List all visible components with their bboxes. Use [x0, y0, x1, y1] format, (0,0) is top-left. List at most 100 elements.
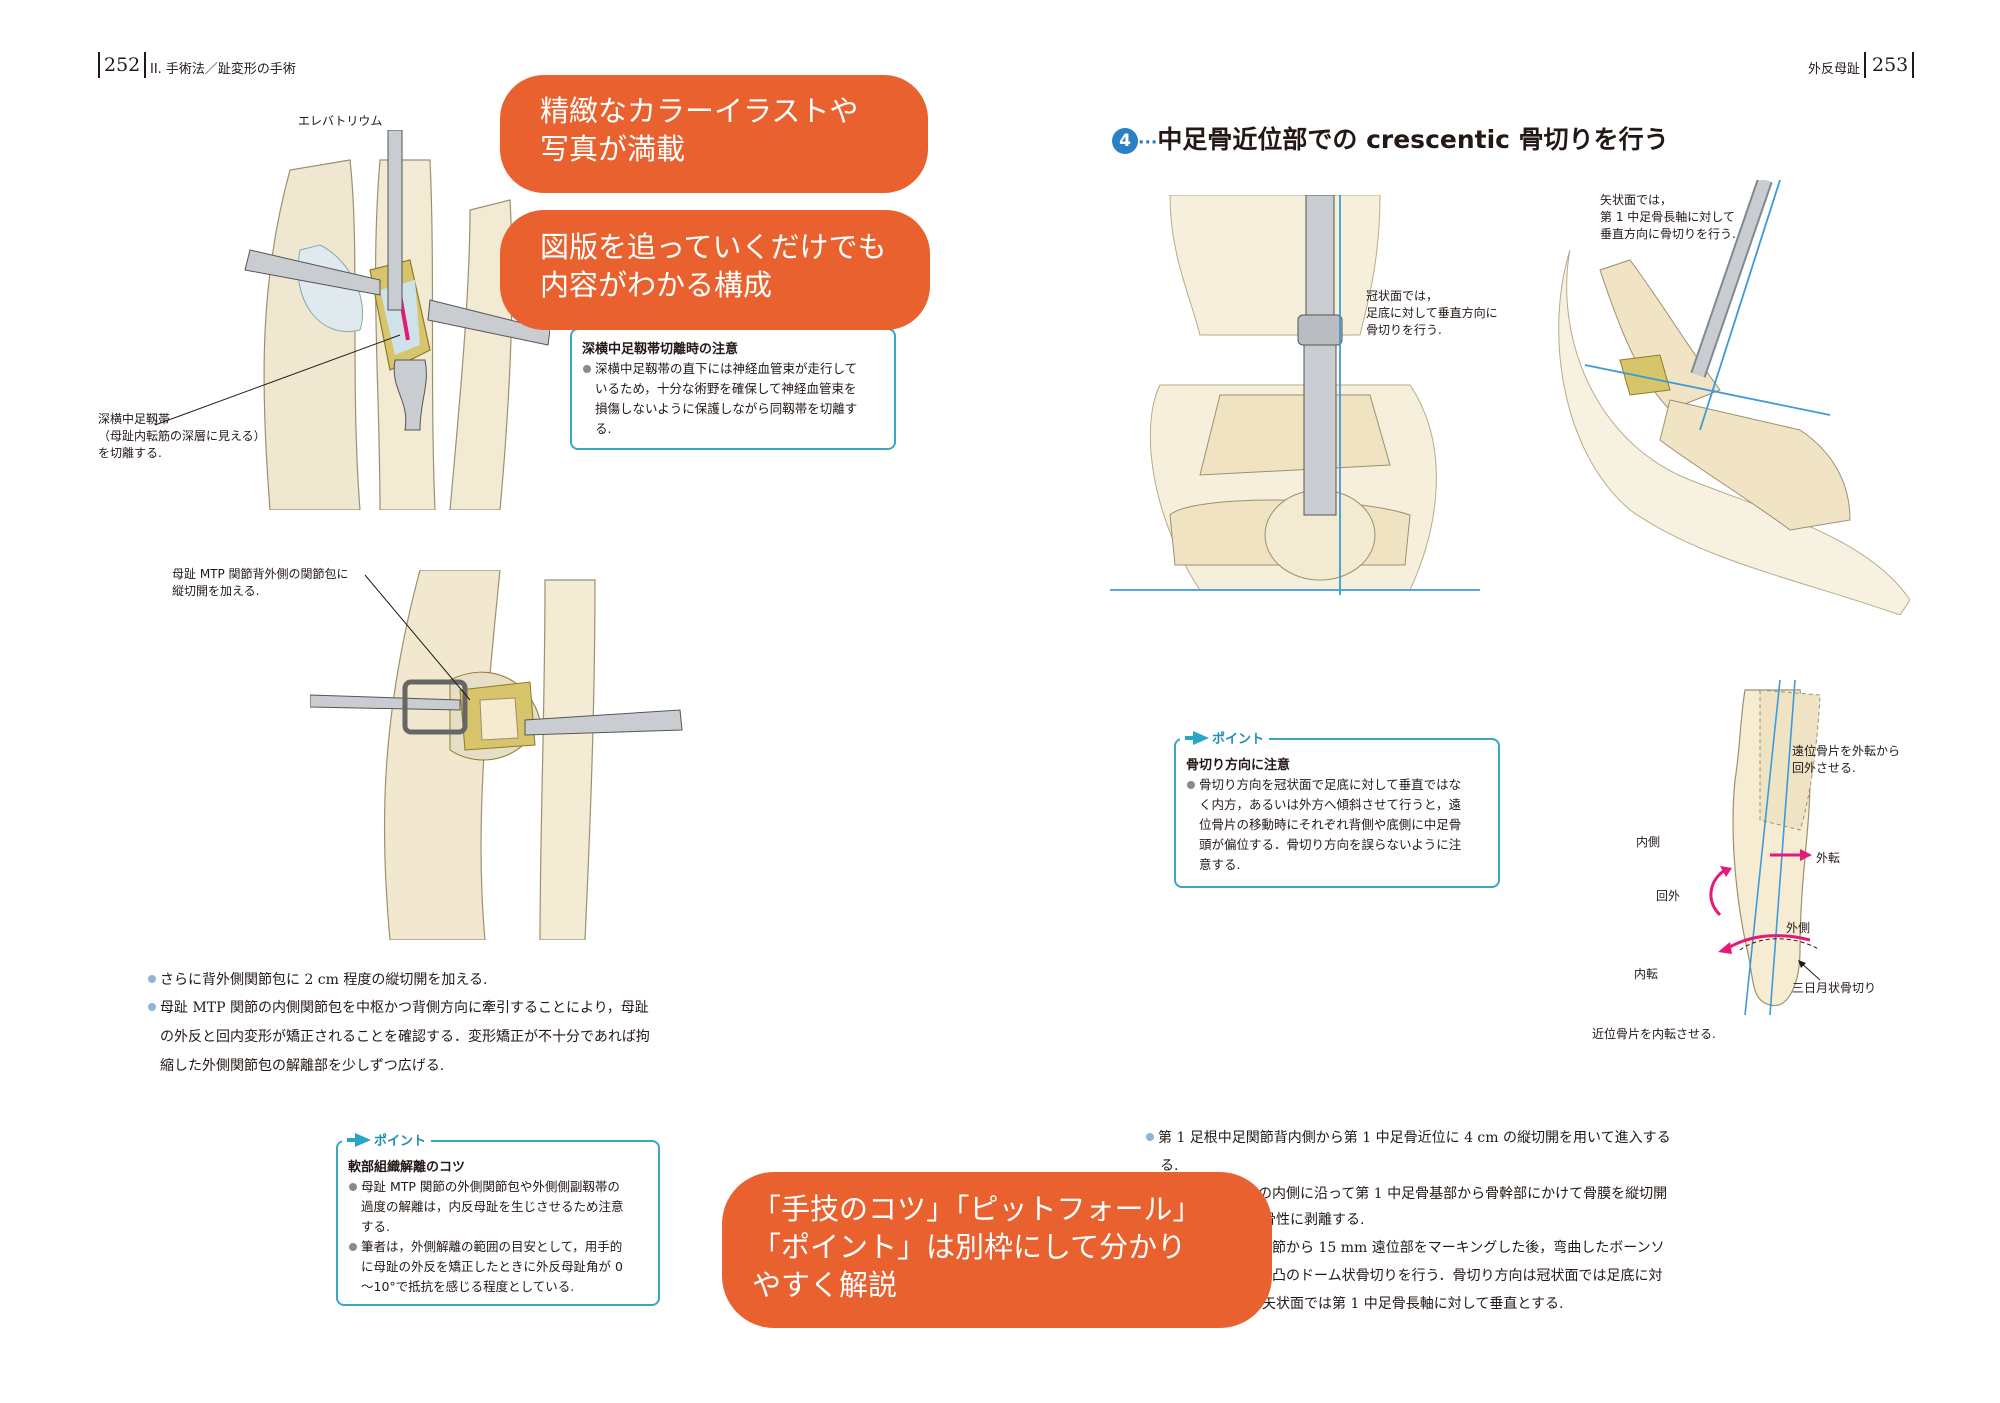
right-bullet-2-frag: の内側に沿って第 1 中足骨基部から骨幹部にかけて骨膜を縦切開 [1258, 1186, 1668, 1202]
left-point-item-1-line-1: 母趾 MTP 関節の外側関節包や外側側副靱帯の [361, 1179, 620, 1194]
fig5-label-distal-2: 回外させる. [1792, 761, 1856, 775]
caution-line-2: いるため，十分な術野を確保して神経血管束を [595, 381, 857, 396]
callout-1-line-2: 写真が満載 [540, 132, 686, 166]
right-bullet-3-frag-cont-2: 矢状面では第 1 中足骨長軸に対して垂直とする. [1262, 1296, 1564, 1312]
caution-box-title: 深横中足靱帯切離時の注意 [582, 342, 739, 357]
right-bullet-1: 第 1 足根中足関節背内側から第 1 中足骨近位に 4 cm の縦切開を用いて進… [1146, 1128, 1671, 1148]
right-point-line-2: く内方，あるいは外方へ傾斜させて行うと，遠 [1199, 797, 1462, 812]
bullet-dot-icon [583, 365, 591, 373]
fig4-label-2: 第 1 中足骨長軸に対して [1600, 210, 1735, 224]
left-point-tag: ポイント [342, 1130, 432, 1149]
section-heading: 4···中足骨近位部での crescentic 骨切りを行う [1112, 120, 1669, 156]
fig5-label-lateral: 外側 [1786, 921, 1811, 935]
caution-box-item: 深横中足靱帯の直下には神経血管束が走行して いるため，十分な術野を確保して神経血… [582, 359, 884, 439]
section-title: 中足骨近位部での crescentic 骨切りを行う [1157, 125, 1669, 154]
fig-metatarsal-rotation-diagram [1709, 680, 1821, 1015]
left-bullet-2-line-1: 母趾 MTP 関節の内側関節包を中枢かつ背側方向に牽引することにより，母趾 [160, 1000, 649, 1016]
bullet-dot-icon [148, 1003, 156, 1011]
caution-line-3: 損傷しないように保護しながら同靱帯を切離す [595, 401, 858, 416]
right-point-title: 骨切り方向に注意 [1186, 758, 1291, 773]
callout-color-illustrations: 精緻なカラーイラストや 写真が満載 [500, 75, 928, 193]
left-bullet-2-cont-2: 縮した外側関節包の解離部を少しずつ広げる. [160, 1058, 445, 1074]
bullet-dot-icon [148, 975, 156, 983]
fig5-label-crescentic: 三日月状骨切り [1792, 981, 1877, 995]
right-bullet-2-frag-cont: 骨性に剥離する. [1262, 1212, 1365, 1228]
fig5-label-abduction: 外転 [1816, 851, 1841, 865]
running-head-right: 外反母趾 [1808, 62, 1861, 77]
fig-capsule-incision-illustration [310, 570, 683, 940]
left-point-item-1: 母趾 MTP 関節の外側関節包や外側側副靱帯の 過度の解離は，内反母趾を生じさせ… [348, 1177, 648, 1237]
callout-3-line-2: 「ポイント」は別枠にして分かり [752, 1230, 1187, 1264]
left-point-title: 軟部組織解離のコツ [348, 1160, 466, 1175]
right-bullet-3-frag-cont-1: 消凸のドーム状骨切りを行う．骨切り方向は冠状面では足底に対 [1258, 1268, 1663, 1284]
left-point-item-2: 筆者は，外側解離の範囲の目安として，用手的 に母趾の外反を矯正したときに外反母趾… [348, 1237, 648, 1297]
right-point-tag: ポイント [1180, 728, 1270, 747]
caution-line-4: る. [595, 421, 612, 436]
point-arrow-shaft [1185, 735, 1193, 740]
page-number-right: 253 [1872, 54, 1909, 76]
fig1-leader-line [154, 334, 401, 426]
caution-box: 深横中足靱帯切離時の注意 深横中足靱帯の直下には神経血管束が走行して いるため，… [570, 328, 896, 450]
section-dots: ··· [1138, 133, 1158, 153]
left-point-box: 軟部組織解離のコツ 母趾 MTP 関節の外側関節包や外側側副靱帯の 過度の解離は… [336, 1140, 660, 1306]
section-number-badge: 4 [1112, 128, 1138, 154]
fig1-label-ligament-3: を切離する. [98, 446, 162, 460]
bullet-dot-icon [349, 1183, 357, 1191]
running-head-rule-left [144, 52, 146, 78]
callout-1-line-1: 精緻なカラーイラストや [540, 94, 859, 128]
left-point-item-2-line-1: 筆者は，外側解離の範囲の目安として，用手的 [361, 1239, 623, 1254]
callout-3-line-1: 「手技のコツ」「ピットフォール」 [752, 1192, 1202, 1226]
callout-3-line-3: やすく解説 [752, 1268, 898, 1302]
fig2-label-1: 母趾 MTP 関節背外側の関節包に [172, 567, 349, 581]
fig4-label-3: 垂直方向に骨切りを行う. [1600, 227, 1736, 241]
callout-2-line-1: 図版を追っていくだけでも [540, 230, 887, 264]
bullet-dot-icon [349, 1243, 357, 1251]
left-point-tag-text: ポイント [374, 1134, 427, 1149]
fig5-label-medial: 内側 [1636, 835, 1661, 849]
page-number-rule-left [98, 52, 100, 78]
left-point-item-1-line-3: する. [361, 1219, 390, 1234]
bullet-dot-icon [1146, 1133, 1154, 1141]
left-point-item-2-line-2: に母趾の外反を矯正したときに外反母趾角が 0 [361, 1259, 623, 1274]
right-bullet-1-cont: る. [1160, 1158, 1179, 1174]
fig3-label-1: 冠状面では， [1366, 289, 1439, 303]
fig5-label-supination: 回外 [1656, 889, 1681, 903]
fig-coronal-osteotomy-illustration [1110, 195, 1480, 595]
caution-line-1: 深横中足靱帯の直下には神経血管束が走行して [595, 361, 858, 376]
left-bullet-1-text: さらに背外側関節包に 2 cm 程度の縦切開を加える. [160, 972, 488, 988]
fig2-label-2: 縦切開を加える. [172, 584, 260, 598]
right-point-line-3: 位骨片の移動時にそれぞれ背側や底側に中足骨 [1199, 817, 1462, 832]
page-number-left: 252 [104, 54, 141, 76]
left-bullet-2-cont-1: の外反と回内変形が矯正されることを確認する．変形矯正が不十分であれば拘 [160, 1029, 650, 1045]
fig3-label-2: 足底に対して垂直方向に [1366, 306, 1498, 320]
fig2-leader-line [364, 574, 471, 701]
right-point-box: 骨切り方向に注意 骨切り方向を冠状面で足底に対して垂直ではな く内方，あるいは外… [1174, 738, 1500, 888]
right-bullet-3-frag: 関節から 15 mm 遠位部をマーキングした後，弯曲したボーンソ [1258, 1240, 1665, 1256]
fig1-label-elevatorium: エレバトリウム [298, 114, 383, 128]
fig-sagittal-osteotomy-illustration [1558, 180, 1910, 615]
fig1-label-ligament-2: （母趾内転筋の深層に見える） [98, 429, 266, 443]
fig5-label-distal-1: 遠位骨片を外転から [1792, 744, 1901, 758]
fig5-label-adduction: 内転 [1634, 967, 1659, 981]
bullet-dot-icon [1187, 781, 1195, 789]
fig3-label-3: 骨切りを行う. [1366, 323, 1442, 337]
left-point-item-2-line-3: 〜10°で抵抗を感じる程度としている. [361, 1279, 575, 1294]
fig1-label-ligament-1: 深横中足靱帯 [98, 412, 171, 426]
right-point-line-5: 意する. [1199, 857, 1241, 872]
right-point-tag-text: ポイント [1212, 732, 1265, 747]
point-arrow-icon [355, 1132, 371, 1147]
running-head-left: II. 手術法／趾変形の手術 [150, 62, 296, 77]
callout-figure-structure: 図版を追っていくだけでも 内容がわかる構成 [500, 210, 930, 330]
fig-deep-ligament-illustration [230, 130, 550, 510]
right-point-item: 骨切り方向を冠状面で足底に対して垂直ではな く内方，あるいは外方へ傾斜させて行う… [1186, 775, 1488, 875]
running-head-rule-right [1864, 52, 1866, 78]
left-bullet-1: さらに背外側関節包に 2 cm 程度の縦切開を加える. [148, 970, 487, 990]
callout-2-line-2: 内容がわかる構成 [540, 268, 773, 302]
point-arrow-shaft [347, 1137, 355, 1142]
left-point-item-1-line-2: 過度の解離は，内反母趾を生じさせるため注意 [361, 1199, 624, 1214]
right-point-line-1: 骨切り方向を冠状面で足底に対して垂直ではな [1199, 777, 1462, 792]
right-point-line-4: 頭が偏位する．骨切り方向を誤らないように注 [1199, 837, 1462, 852]
callout-tips-boxes: 「手技のコツ」「ピットフォール」 「ポイント」は別枠にして分かり やすく解説 [722, 1172, 1272, 1328]
left-bullet-2: 母趾 MTP 関節の内側関節包を中枢かつ背側方向に牽引することにより，母趾 [148, 998, 649, 1018]
right-bullet-1-text: 第 1 足根中足関節背内側から第 1 中足骨近位に 4 cm の縦切開を用いて進… [1158, 1130, 1671, 1146]
